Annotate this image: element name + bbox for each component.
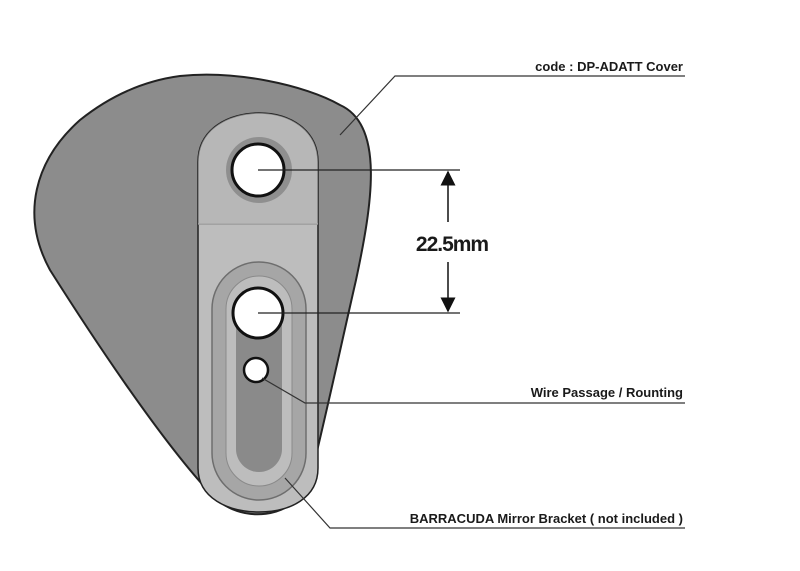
leader-part-code	[339, 75, 685, 136]
leader-bracket	[284, 477, 685, 529]
wire-passage-hole	[242, 356, 270, 384]
leader-wire-passage	[261, 377, 685, 404]
wire-passage-label: Wire Passage / Rounting	[531, 385, 683, 400]
bracket-label: BARRACUDA Mirror Bracket ( not included …	[410, 511, 683, 526]
dimension-label: 22.5mm	[416, 233, 489, 256]
part-code-label: code : DP-ADATT Cover	[535, 59, 683, 74]
dimension-annotation: 22.5mm	[258, 169, 489, 314]
